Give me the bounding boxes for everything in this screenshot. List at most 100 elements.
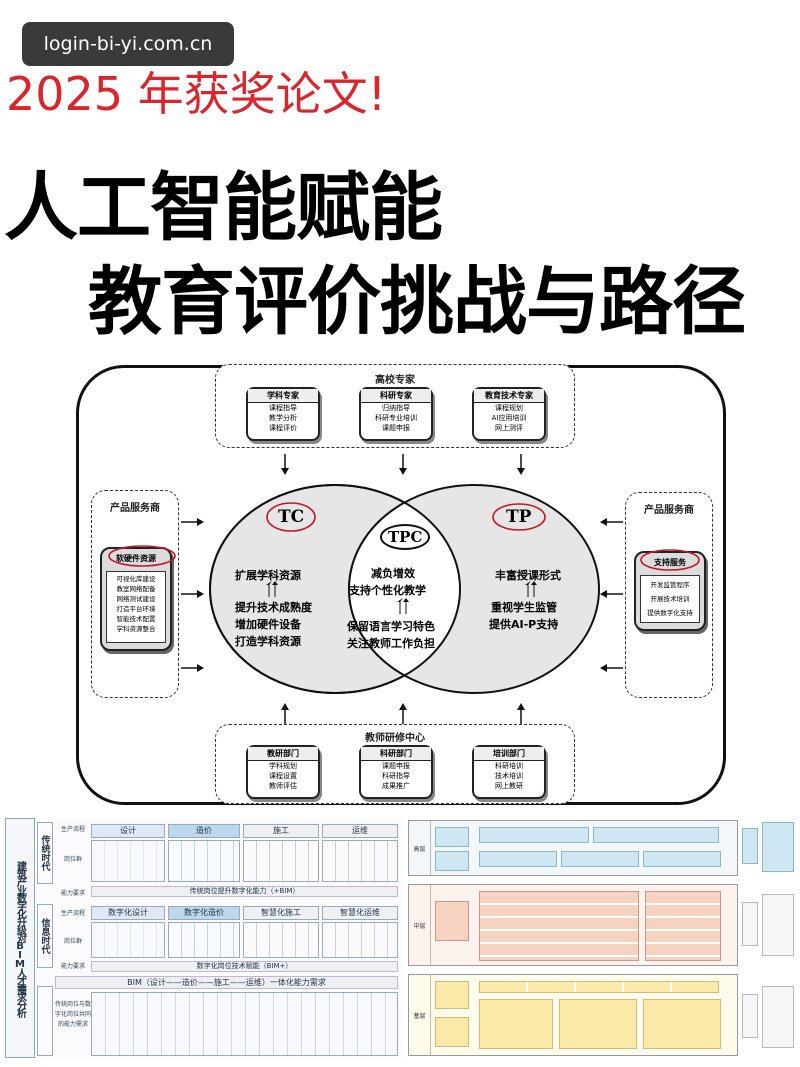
bim-demand-diagram: 建筑产业数字化升级对BIM人才需求分析 传统时代 信息时代 生产流程 岗位群 能… [5, 818, 403, 1058]
arrow-right-icon [181, 518, 204, 526]
bim-side-title: 建筑产业数字化升级对BIM人才需求分析 [5, 818, 35, 1058]
row-label: 能力要求 [60, 963, 85, 970]
top-card-2-line: 科研专业培训 [375, 414, 417, 422]
right-group-product-service: 产品服务商 支持服务 开发监管程序 开展技术培训 提供数字化支持 [625, 492, 713, 698]
main-title-line-1: 人工智能赋能 [4, 165, 443, 251]
era-traditional: 传统时代 [37, 822, 53, 884]
role-block [322, 840, 398, 882]
tier-box [593, 827, 719, 843]
tier-box [643, 851, 721, 867]
top-card-2-line: 归纳指导 [382, 404, 410, 412]
tier-label: 基层 [409, 975, 431, 1055]
row-label: 传统岗位与数字化岗位共同的能力需求 [55, 1001, 92, 1028]
bottom-card-3-line: 技术培训 [495, 772, 523, 780]
phase-header: 智慧化施工 [243, 906, 319, 920]
role-block [322, 922, 398, 958]
right-side-card-title: 支持服务 [654, 558, 686, 567]
tpc-text-1: 减负增效 [371, 567, 415, 580]
bottom-card-3: 培训部门 科研培训 技术培训 网上教研 [472, 745, 546, 799]
row-label: 岗位群 [63, 856, 82, 863]
bottom-group-title: 教师研修中心 [365, 733, 425, 744]
bottom-card-2-title: 科研部门 [361, 747, 431, 761]
red-circle-tp [492, 503, 546, 531]
bottom-card-1: 教研部门 学科规划 课程设置 教师评估 [246, 745, 320, 799]
venn-label-tp: TP [506, 507, 532, 527]
phase-header: 运维 [322, 824, 398, 838]
left-card-line: 学科资源整合 [116, 625, 156, 633]
right-side-card: 支持服务 开发监管程序 开展技术培训 提供数字化支持 [634, 551, 706, 631]
side-arrow-box [742, 994, 758, 1038]
top-card-3-line: AI应用培训 [491, 414, 527, 422]
bottom-card-2-line: 成果推广 [382, 782, 410, 790]
tier-box [435, 981, 469, 1009]
phase-header: 数字化造价 [168, 906, 240, 920]
top-group-title: 高校专家 [375, 375, 415, 386]
venn-label-tpc: TPC [380, 524, 431, 550]
left-side-card-title: 软硬件资源 [116, 554, 156, 563]
bottom-group-teacher-center: 教师研修中心 教研部门 学科规划 课程设置 教师评估 科研部门 课题申报 科研指… [215, 724, 575, 804]
tier-box [643, 999, 721, 1049]
era-blank [37, 986, 53, 1056]
role-block [168, 840, 240, 882]
top-card-2-title: 科研专家 [361, 389, 431, 403]
venn-label-tc: TC [278, 507, 305, 527]
row-label: 能力要求 [60, 890, 85, 897]
bottom-card-3-title: 培训部门 [474, 747, 544, 761]
side-arrow-box [742, 902, 758, 946]
bottom-card-2-line: 科研指导 [382, 772, 410, 780]
arrow-left-icon [600, 518, 623, 526]
bar-traditional-upgrade: 传统岗位提升数字化能力（+BIM） [91, 886, 398, 897]
right-group-title: 产品服务商 [644, 505, 694, 516]
tier-label: 高层 [409, 821, 431, 875]
tpc-text-4: 关注教师工作负担 [347, 637, 435, 650]
row-label: 生产流程 [60, 910, 85, 917]
role-block [91, 922, 165, 958]
tier-box [479, 981, 719, 993]
arrow-up-icon [266, 581, 278, 597]
tp-text-1: 丰富授课形式 [495, 569, 561, 582]
role-block [91, 840, 165, 882]
tc-text-2: 提升技术成熟度 [235, 601, 312, 614]
arrow-left-icon [600, 590, 623, 598]
top-card-1-line: 课程评价 [269, 424, 297, 432]
arrow-up-icon [525, 581, 537, 597]
right-card-line: 提供数字化支持 [647, 609, 693, 617]
bar-digital-empower: 数字化岗位技术赋能（BIM+） [91, 961, 398, 972]
bottom-card-1-line: 教师评估 [269, 782, 297, 790]
top-card-1: 学科专家 课程指导 教学分析 课程评价 [246, 387, 320, 441]
year-title: 2025 年获奖论文! [6, 67, 387, 121]
side-arrow-box [742, 828, 758, 864]
bottom-card-3-line: 科研培训 [495, 762, 523, 770]
tier-low: 基层 [408, 974, 738, 1056]
phase-header: 施工 [243, 824, 319, 838]
arrow-down-icon [517, 454, 525, 475]
role-block [243, 840, 319, 882]
left-card-line: 网络测试建设 [116, 595, 156, 603]
tier-high: 高层 [408, 820, 738, 876]
left-card-line: 智能技术配置 [116, 615, 156, 623]
side-result-box [762, 822, 794, 872]
top-card-3-line: 课程规划 [495, 404, 523, 412]
phase-header: 造价 [168, 824, 240, 838]
arrow-up-icon [397, 598, 409, 614]
arrow-down-icon [399, 454, 407, 475]
right-card-line: 开展技术培训 [650, 595, 690, 603]
tier-box [435, 851, 469, 871]
era-information: 信息时代 [37, 904, 53, 968]
row-label: 岗位群 [63, 938, 82, 945]
top-card-3: 教育技术专家 课程规划 AI应用培训 网上测评 [472, 387, 546, 441]
tier-box [479, 851, 557, 867]
phase-header: 设计 [91, 824, 165, 838]
tier-box [479, 999, 553, 1049]
top-card-2-line: 课题申报 [382, 424, 410, 432]
tpc-text-3: 保留语言学习特色 [347, 620, 435, 633]
left-group-product-service: 产品服务商 软硬件资源 可视化库建设 教室网络配备 网络测试建设 打造平台环境 … [91, 490, 179, 698]
bottom-card-1-line: 课程设置 [269, 772, 297, 780]
tier-box [645, 891, 721, 961]
tc-text-1: 扩展学科资源 [235, 569, 301, 582]
red-annotation-circle [640, 549, 700, 571]
phase-header: 智慧化运维 [322, 906, 398, 920]
side-result-box [762, 894, 794, 956]
common-needs-block [91, 992, 398, 1056]
top-card-3-title: 教育技术专家 [474, 389, 544, 403]
